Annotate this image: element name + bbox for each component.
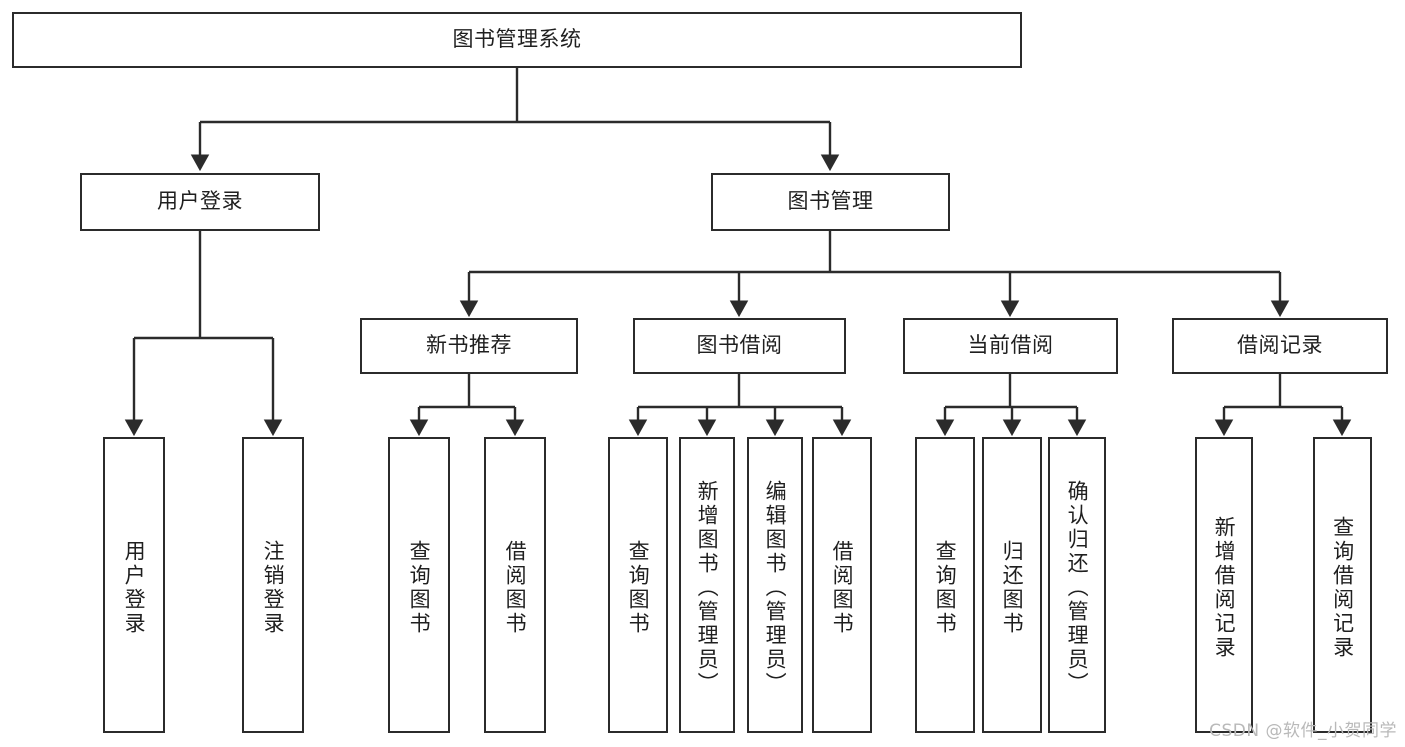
node-leaf-borrow-book-recommend-label: 借阅图书 (503, 540, 528, 636)
node-leaf-query-book-borrow[interactable]: 查询图书 (608, 437, 668, 733)
node-leaf-borrow-book[interactable]: 借阅图书 (812, 437, 872, 733)
node-new-book-recommend[interactable]: 新书推荐 (360, 318, 578, 374)
node-leaf-logout-login[interactable]: 注销登录 (242, 437, 304, 733)
node-root-label: 图书管理系统 (452, 27, 582, 52)
node-leaf-add-book-admin-label: 新增图书（管理员） (695, 480, 720, 696)
node-current-borrow[interactable]: 当前借阅 (903, 318, 1118, 374)
node-book-manage-label: 图书管理 (787, 189, 874, 214)
node-leaf-edit-book-admin[interactable]: 编辑图书（管理员） (747, 437, 803, 733)
node-root[interactable]: 图书管理系统 (12, 12, 1022, 68)
node-leaf-logout-login-label: 注销登录 (261, 540, 286, 636)
node-borrow-record-label: 借阅记录 (1237, 333, 1323, 358)
node-leaf-return-book-label: 归还图书 (1000, 540, 1025, 636)
node-leaf-user-login-label: 用户登录 (122, 540, 147, 636)
node-book-borrow-label: 图书借阅 (696, 333, 783, 358)
node-borrow-record[interactable]: 借阅记录 (1172, 318, 1388, 374)
node-leaf-confirm-return-admin-label: 确认归还（管理员） (1065, 480, 1090, 696)
node-leaf-query-borrow-record[interactable]: 查询借阅记录 (1313, 437, 1372, 733)
node-user-login[interactable]: 用户登录 (80, 173, 320, 231)
node-leaf-query-book-current-label: 查询图书 (933, 540, 958, 636)
node-leaf-query-book-borrow-label: 查询图书 (626, 540, 651, 636)
node-new-book-recommend-label: 新书推荐 (426, 333, 512, 358)
node-leaf-query-book-current[interactable]: 查询图书 (915, 437, 975, 733)
node-current-borrow-label: 当前借阅 (967, 333, 1054, 358)
node-leaf-query-borrow-record-label: 查询借阅记录 (1330, 516, 1355, 660)
csdn-watermark: CSDN @软件_小贺同学 (1209, 721, 1397, 741)
node-book-manage[interactable]: 图书管理 (711, 173, 950, 231)
node-leaf-user-login[interactable]: 用户登录 (103, 437, 165, 733)
node-user-login-label: 用户登录 (157, 189, 243, 214)
node-leaf-return-book[interactable]: 归还图书 (982, 437, 1042, 733)
node-leaf-confirm-return-admin[interactable]: 确认归还（管理员） (1048, 437, 1106, 733)
node-leaf-edit-book-admin-label: 编辑图书（管理员） (763, 480, 788, 696)
node-leaf-borrow-book-label: 借阅图书 (830, 540, 855, 636)
node-leaf-add-borrow-record[interactable]: 新增借阅记录 (1195, 437, 1253, 733)
node-leaf-query-book-recommend[interactable]: 查询图书 (388, 437, 450, 733)
node-leaf-borrow-book-recommend[interactable]: 借阅图书 (484, 437, 546, 733)
node-leaf-add-borrow-record-label: 新增借阅记录 (1212, 516, 1237, 660)
node-book-borrow[interactable]: 图书借阅 (633, 318, 846, 374)
node-leaf-query-book-recommend-label: 查询图书 (407, 540, 432, 636)
node-leaf-add-book-admin[interactable]: 新增图书（管理员） (679, 437, 735, 733)
